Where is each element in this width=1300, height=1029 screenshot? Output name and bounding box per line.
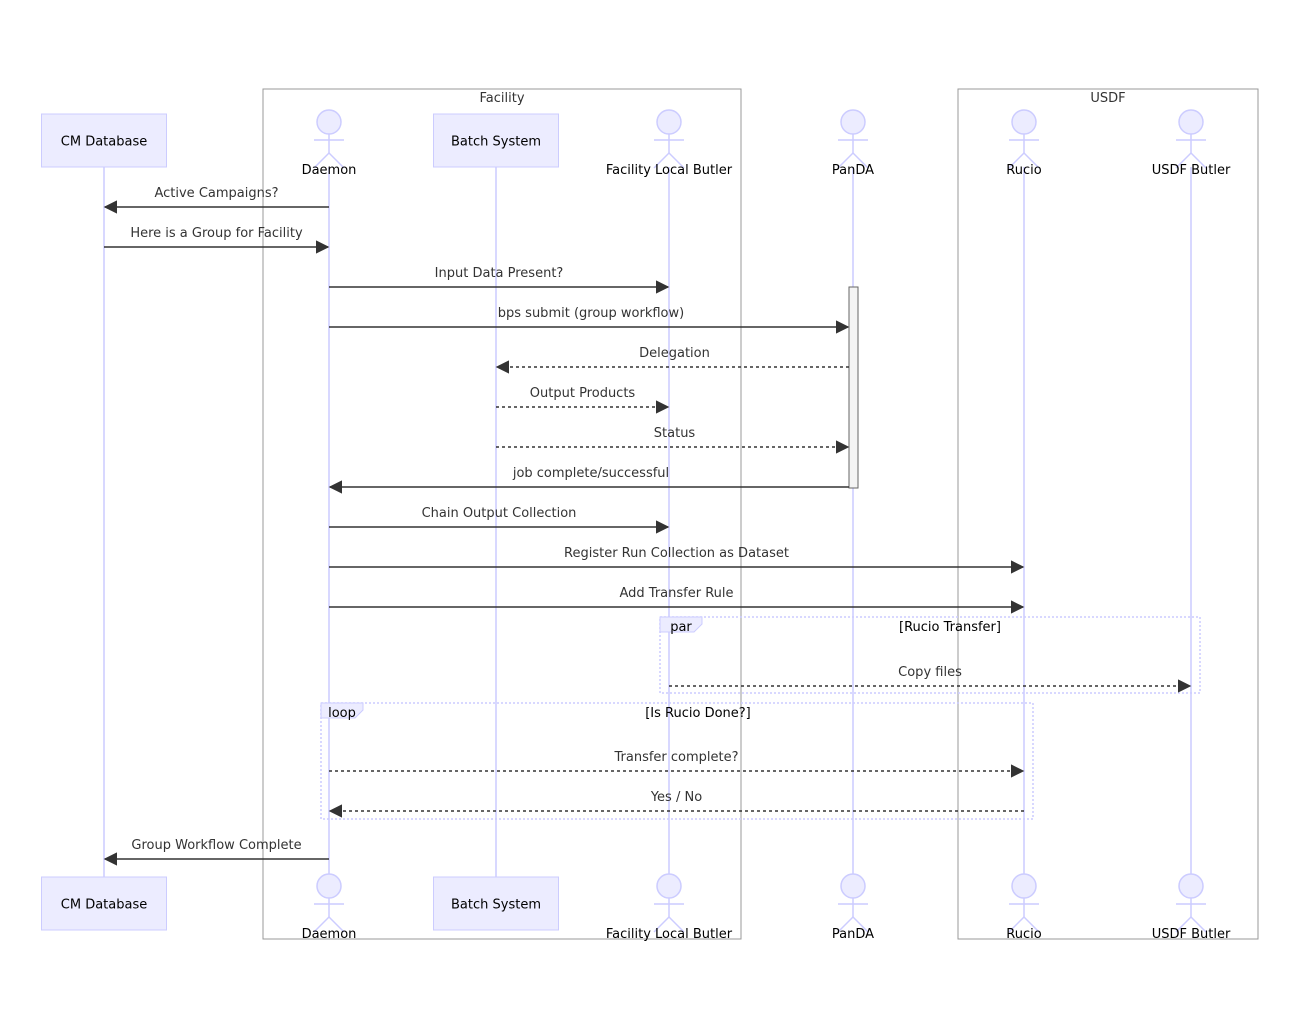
loop-frame-condition: [Is Rucio Done?] — [645, 706, 751, 721]
participant-label: CM Database — [61, 898, 147, 913]
participant-label: PanDA — [832, 927, 874, 942]
participant-label: Facility Local Butler — [606, 927, 733, 942]
participant-label: Batch System — [451, 898, 541, 913]
participant-usdfb-top: USDF Butler — [1152, 109, 1231, 178]
stick-figure-icon — [653, 109, 685, 169]
par-frame — [659, 616, 1201, 694]
participant-flb-top: Facility Local Butler — [606, 109, 733, 178]
group-label-facility: Facility — [479, 91, 524, 106]
stick-figure-icon — [1175, 873, 1207, 933]
participant-usdfb-bottom: USDF Butler — [1152, 873, 1231, 942]
participant-box — [41, 876, 167, 931]
message-label: Delegation — [639, 346, 710, 361]
message-label: Active Campaigns? — [154, 186, 278, 201]
stick-figure-icon — [1175, 109, 1207, 169]
message-label: Output Products — [530, 386, 636, 401]
stick-figure-icon — [837, 109, 869, 169]
stick-figure-icon — [313, 109, 345, 169]
stick-figure-icon — [313, 873, 345, 933]
participant-label: PanDA — [832, 163, 874, 178]
message-label: Status — [654, 426, 696, 441]
message-label: Register Run Collection as Dataset — [564, 546, 789, 561]
participant-panda-bottom: PanDA — [832, 873, 874, 942]
group-label-usdf: USDF — [1090, 91, 1125, 106]
participant-label: USDF Butler — [1152, 163, 1231, 178]
message-label: Group Workflow Complete — [131, 838, 301, 853]
group-box-facility — [262, 88, 742, 940]
message-label: job complete/successful — [512, 466, 669, 481]
panda-activation-bar — [848, 286, 859, 489]
participant-label: Daemon — [302, 163, 357, 178]
par-frame-tab — [659, 616, 703, 633]
participant-batch-bottom: Batch System — [433, 876, 559, 931]
participant-cmdb-top: CM Database — [41, 113, 167, 168]
participant-box — [433, 876, 559, 931]
par-frame-condition: [Rucio Transfer] — [899, 620, 1001, 635]
message-label: Transfer complete? — [613, 750, 738, 765]
participant-label: Batch System — [451, 135, 541, 150]
stick-figure-icon — [1008, 873, 1040, 933]
participant-cmdb-bottom: CM Database — [41, 876, 167, 931]
participant-label: Rucio — [1006, 927, 1041, 942]
message-label: bps submit (group workflow) — [498, 306, 684, 321]
message-label: Here is a Group for Facility — [130, 226, 303, 241]
stick-figure-icon — [1008, 109, 1040, 169]
participant-label: CM Database — [61, 135, 147, 150]
participant-box — [41, 113, 167, 168]
participant-label: Facility Local Butler — [606, 163, 733, 178]
frames: par [Rucio Transfer] loop [Is Rucio Done?] — [320, 616, 1201, 820]
loop-frame-keyword: loop — [328, 706, 356, 721]
stick-figure-icon — [653, 873, 685, 933]
participant-panda-top: PanDA — [832, 109, 874, 178]
message-label: Yes / No — [650, 790, 702, 805]
loop-frame-tab — [320, 702, 364, 719]
stick-figure-icon — [837, 873, 869, 933]
loop-frame — [320, 702, 1034, 820]
participant-rucio-bottom: Rucio — [1006, 873, 1042, 942]
participant-box — [433, 113, 559, 168]
message-label: Input Data Present? — [435, 266, 564, 281]
message-label: Add Transfer Rule — [619, 586, 733, 601]
message-label: Chain Output Collection — [422, 506, 577, 521]
participant-label: Rucio — [1006, 163, 1041, 178]
participant-flb-bottom: Facility Local Butler — [606, 873, 733, 942]
participant-batch-top: Batch System — [433, 113, 559, 168]
message-label: Copy files — [898, 665, 962, 680]
group-box-usdf — [957, 88, 1259, 940]
participant-label: Daemon — [302, 927, 357, 942]
par-frame-keyword: par — [670, 620, 692, 635]
participant-daemon-bottom: Daemon — [302, 873, 357, 942]
participant-rucio-top: Rucio — [1006, 109, 1042, 178]
messages: Active Campaigns? Here is a Group for Fac… — [103, 186, 1192, 866]
participant-label: USDF Butler — [1152, 927, 1231, 942]
participant-daemon-top: Daemon — [302, 109, 357, 178]
